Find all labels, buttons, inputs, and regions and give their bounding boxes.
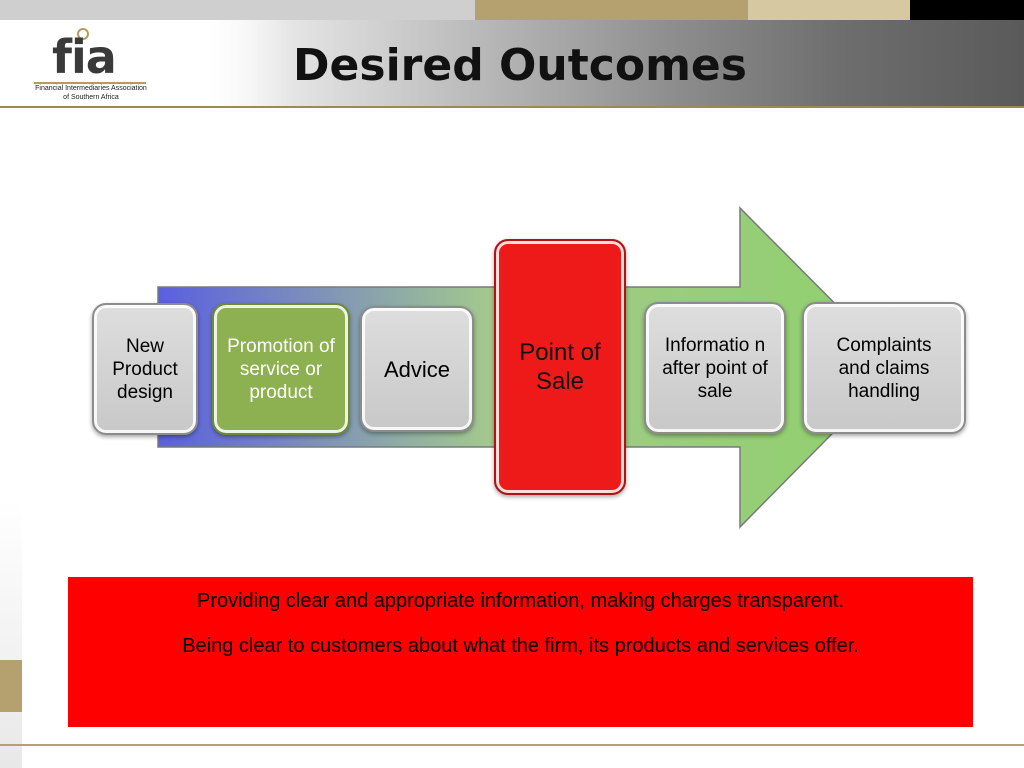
left-gold-accent <box>0 660 22 712</box>
step-label: New Product design <box>112 335 178 403</box>
header-divider <box>0 106 1024 108</box>
header-band <box>0 0 1024 108</box>
logo-subtitle-line1: Financial Intermediaries Association <box>35 85 147 92</box>
step-promotion: Promotion of service or product <box>212 303 350 435</box>
slide-title: Desired Outcomes <box>293 40 747 91</box>
info-box: Providing clear and appropriate informat… <box>68 577 973 727</box>
info-line-2: Being clear to customers about what the … <box>182 635 859 657</box>
step-label: Point of Sale <box>519 339 601 395</box>
header-strip-gold <box>475 0 748 20</box>
step-label: Informatio n after point of sale <box>662 334 768 402</box>
fia-logo: fia Financial Intermediaries Association… <box>30 24 150 106</box>
step-point-of-sale: Point of Sale <box>494 239 626 495</box>
step-label: Promotion of service or product <box>227 335 335 403</box>
logo-ring-icon <box>77 28 89 40</box>
step-information-after-sale: Informatio n after point of sale <box>644 302 786 434</box>
logo-divider <box>34 82 146 84</box>
info-line-1: Providing clear and appropriate informat… <box>196 590 845 612</box>
step-advice: Advice <box>360 306 474 432</box>
footer-divider <box>0 744 1024 746</box>
header-strip-tan <box>748 0 910 20</box>
header-logo-background <box>0 20 290 108</box>
step-label: Advice <box>383 356 451 382</box>
header-strip-black <box>910 0 1024 20</box>
step-label: Complaints and claims handling <box>836 334 932 402</box>
header-strip <box>0 0 475 20</box>
step-complaints-handling: Complaints and claims handling <box>802 302 966 434</box>
logo-mark: fia <box>52 30 117 84</box>
logo-subtitle-line2: of Southern Africa <box>63 94 119 101</box>
step-new-product-design: New Product design <box>92 303 198 435</box>
